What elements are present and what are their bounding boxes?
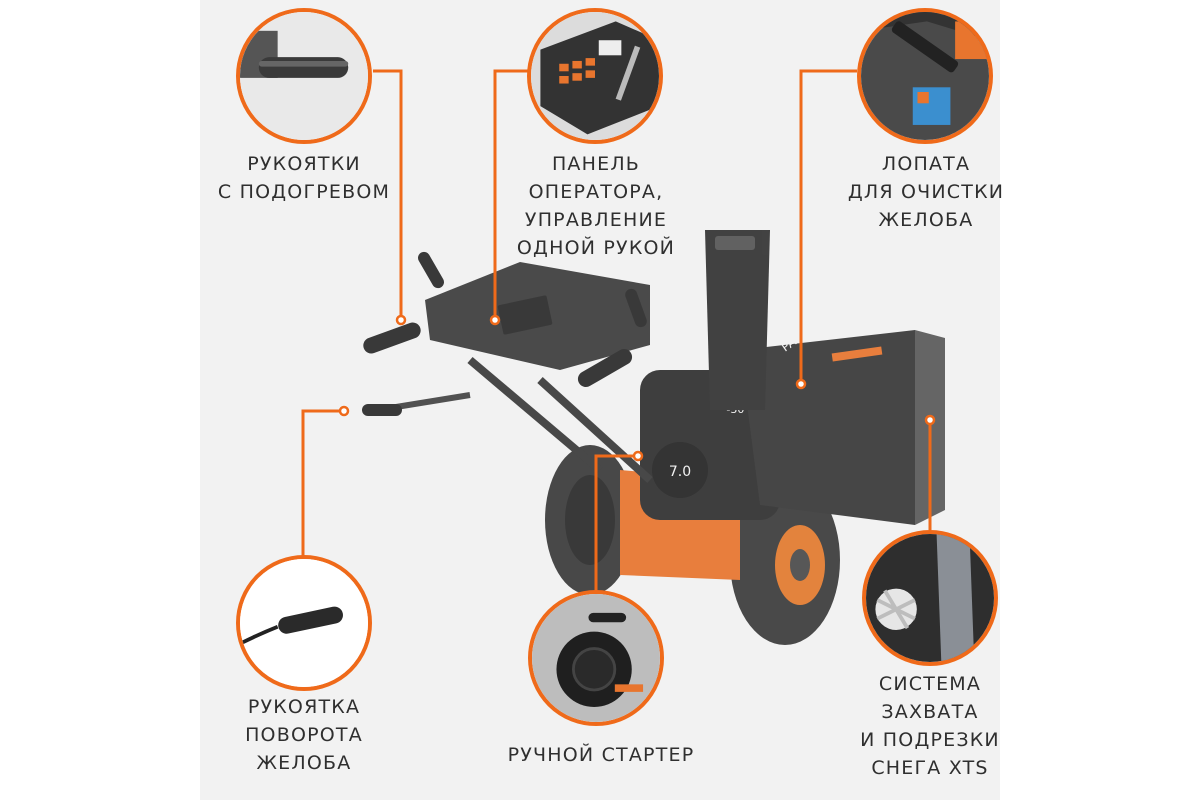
manual-starter-icon [532,594,660,722]
manual-starter-inset [528,590,664,726]
chute-shovel-label: ЛОПАТА ДЛЯ ОЧИСТКИ ЖЕЛОБА [830,150,1022,234]
callout-dots [338,314,936,462]
chute-shovel-icon [861,12,989,140]
chute-crank-label: РУКОЯТКА ПОВОРОТА ЖЕЛОБА [208,693,400,777]
manual-starter-label: РУЧНОЙ СТАРТЕР [496,741,706,769]
chute-shovel-line: ДЛЯ ОЧИСТКИ [847,181,1005,203]
chute-crank-line: РУКОЯТКА [247,696,361,718]
operator-panel-line: УПРАВЛЕНИЕ [524,209,668,231]
manual-starter-line: РУЧНОЙ СТАРТЕР [507,744,695,766]
xts-system-line: СНЕГА XTS [871,757,989,779]
xts-system-line: И ПОДРЕЗКИ [860,729,1000,751]
chute-crank-line: ПОВОРОТА [245,724,363,746]
heated-handle-inset [236,8,372,144]
chute-crank-inset [236,555,372,691]
xts-system-line: СИСТЕМА [878,673,982,695]
chute-shovel-inset [857,8,993,144]
heated-handle-icon [240,12,368,140]
heated-handles-line: С ПОДОГРЕВОМ [217,181,391,203]
chute-crank-line: ЖЕЛОБА [256,752,352,774]
xts-system-line: ЗАХВАТА [881,701,979,723]
xts-system-inset [862,530,998,666]
chute-shovel-line: ЖЕЛОБА [878,209,974,231]
operator-panel-line: ОПЕРАТОРА, [528,181,664,203]
chute-crank-icon [240,559,368,687]
operator-panel-inset [527,8,663,144]
operator-panel-line: ОДНОЙ РУКОЙ [516,237,676,259]
operator-panel-icon [531,12,659,140]
chute-shovel-line: ЛОПАТА [881,153,971,175]
callout-lines [301,69,932,605]
operator-panel-label: ПАНЕЛЬ ОПЕРАТОРА, УПРАВЛЕНИЕ ОДНОЙ РУКОЙ [500,150,692,262]
heated-handles-label: РУКОЯТКИ С ПОДОГРЕВОМ [208,150,400,206]
xts-system-label: СИСТЕМА ЗАХВАТА И ПОДРЕЗКИ СНЕГА XTS [830,670,1030,782]
snowblower-image: 7.0 -30°C PATRIOT [362,230,945,645]
operator-panel-line: ПАНЕЛЬ [551,153,641,175]
engine-badge: 7.0 [669,464,691,480]
xts-auger-icon [866,534,994,662]
heated-handles-line: РУКОЯТКИ [247,153,361,175]
